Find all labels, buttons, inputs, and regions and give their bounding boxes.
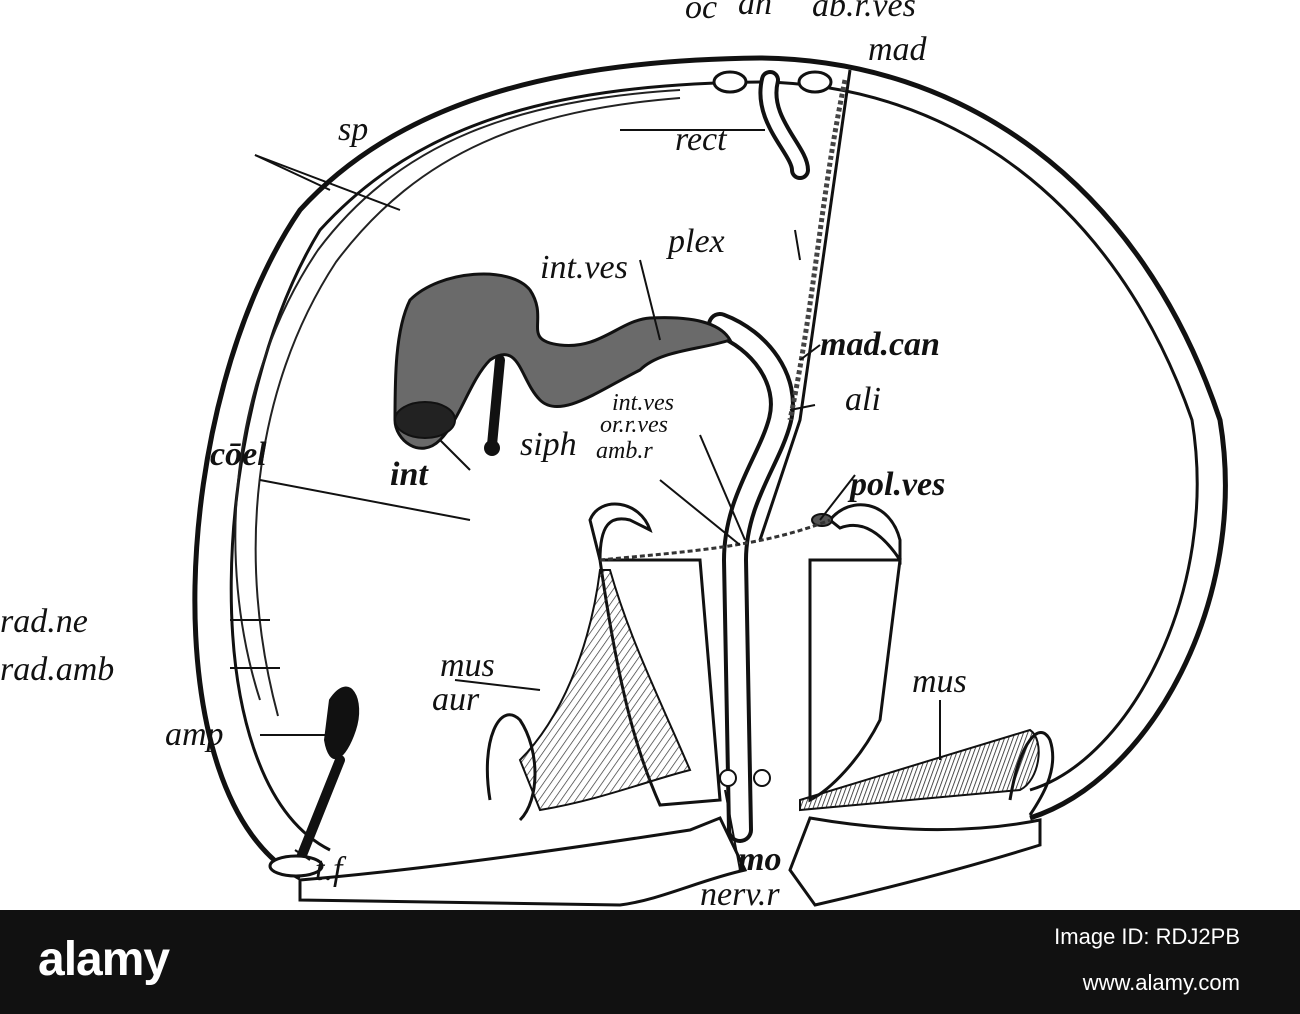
radial-ambulacral-line — [254, 97, 681, 717]
label-or-r-ves: or.r.ves — [600, 412, 668, 438]
label-mad-can: mad.can — [820, 326, 940, 363]
label-ali: ali — [845, 381, 881, 418]
polian-vesicle — [811, 513, 833, 527]
label-sp: sp — [338, 111, 368, 148]
label-an: an — [738, 0, 772, 22]
madreporic-canal — [758, 69, 852, 541]
lantern-right-auricle — [827, 503, 902, 565]
oral-ring-vessel — [599, 518, 831, 562]
rectum-fill — [762, 74, 806, 176]
tube-foot-sucker — [268, 854, 324, 878]
label-ab-r-ves: ab.r.ves — [812, 0, 916, 24]
radial-nerve-line — [234, 89, 681, 701]
site-url-text: www.alamy.com — [1082, 970, 1240, 995]
label-int: int — [390, 456, 429, 493]
label-rad-amb: rad.amb — [0, 651, 114, 688]
label-rect: rect — [675, 121, 728, 158]
mouth-teeth-right — [753, 769, 771, 787]
auricle-right-arch — [1008, 731, 1055, 816]
siphon — [487, 355, 505, 450]
leader-lines — [230, 129, 941, 871]
label-oc: oc — [685, 0, 717, 26]
label-t-f: t.f — [315, 851, 347, 888]
label-aur: aur — [432, 681, 480, 718]
peristome-right — [788, 816, 1042, 907]
auricle-left-arch — [485, 713, 537, 822]
label-int-ves-small: int.ves — [612, 390, 674, 416]
label-coel: cōel — [210, 436, 267, 473]
siphon-end — [484, 440, 500, 456]
diagram-canvas: oc an ab.r.ves mad sp rect plex int.ves … — [0, 0, 1228, 910]
ampulla — [323, 686, 360, 760]
alamy-logo: alamy — [38, 933, 170, 986]
axial-plexus — [787, 79, 848, 421]
lantern-muscle-left — [518, 569, 692, 812]
sea-urchin-anatomy-diagram: oc an ab.r.ves mad sp rect plex int.ves … — [0, 0, 1228, 910]
mouth-teeth-left — [719, 769, 737, 787]
lantern-left-auricle — [588, 502, 653, 561]
label-plex: plex — [666, 223, 725, 260]
test-wall-outer — [192, 55, 1228, 881]
image-id-text: Image ID: RDJ2PB — [1054, 924, 1240, 949]
label-mus-right: mus — [912, 663, 967, 700]
lantern-muscle-right — [799, 728, 1040, 812]
label-mus-left: mus — [440, 647, 495, 684]
tube-foot-stalk — [295, 755, 345, 865]
oesophagus-tube-fill — [711, 316, 791, 839]
aboral-ring-vessel-right — [797, 70, 833, 94]
lantern-right-pyramid — [808, 558, 902, 803]
watermark-footer: alamy Image ID: RDJ2PB www.alamy.com — [0, 910, 1300, 1014]
intestine — [393, 272, 733, 450]
intestine-cut-end — [394, 401, 456, 439]
label-int-ves: int.ves — [540, 249, 628, 286]
label-amb-r: amb.r — [596, 438, 653, 464]
label-rad-ne: rad.ne — [0, 603, 88, 640]
label-pol-ves: pol.ves — [847, 466, 945, 503]
label-mad: mad — [868, 31, 928, 68]
label-nerv-r: nerv.r — [700, 876, 780, 910]
label-siph: siph — [520, 426, 577, 463]
label-mo: mo — [738, 841, 781, 878]
peristome-left — [298, 816, 748, 907]
aboral-ring-vessel-left — [712, 70, 748, 94]
label-amp: amp — [165, 716, 224, 753]
